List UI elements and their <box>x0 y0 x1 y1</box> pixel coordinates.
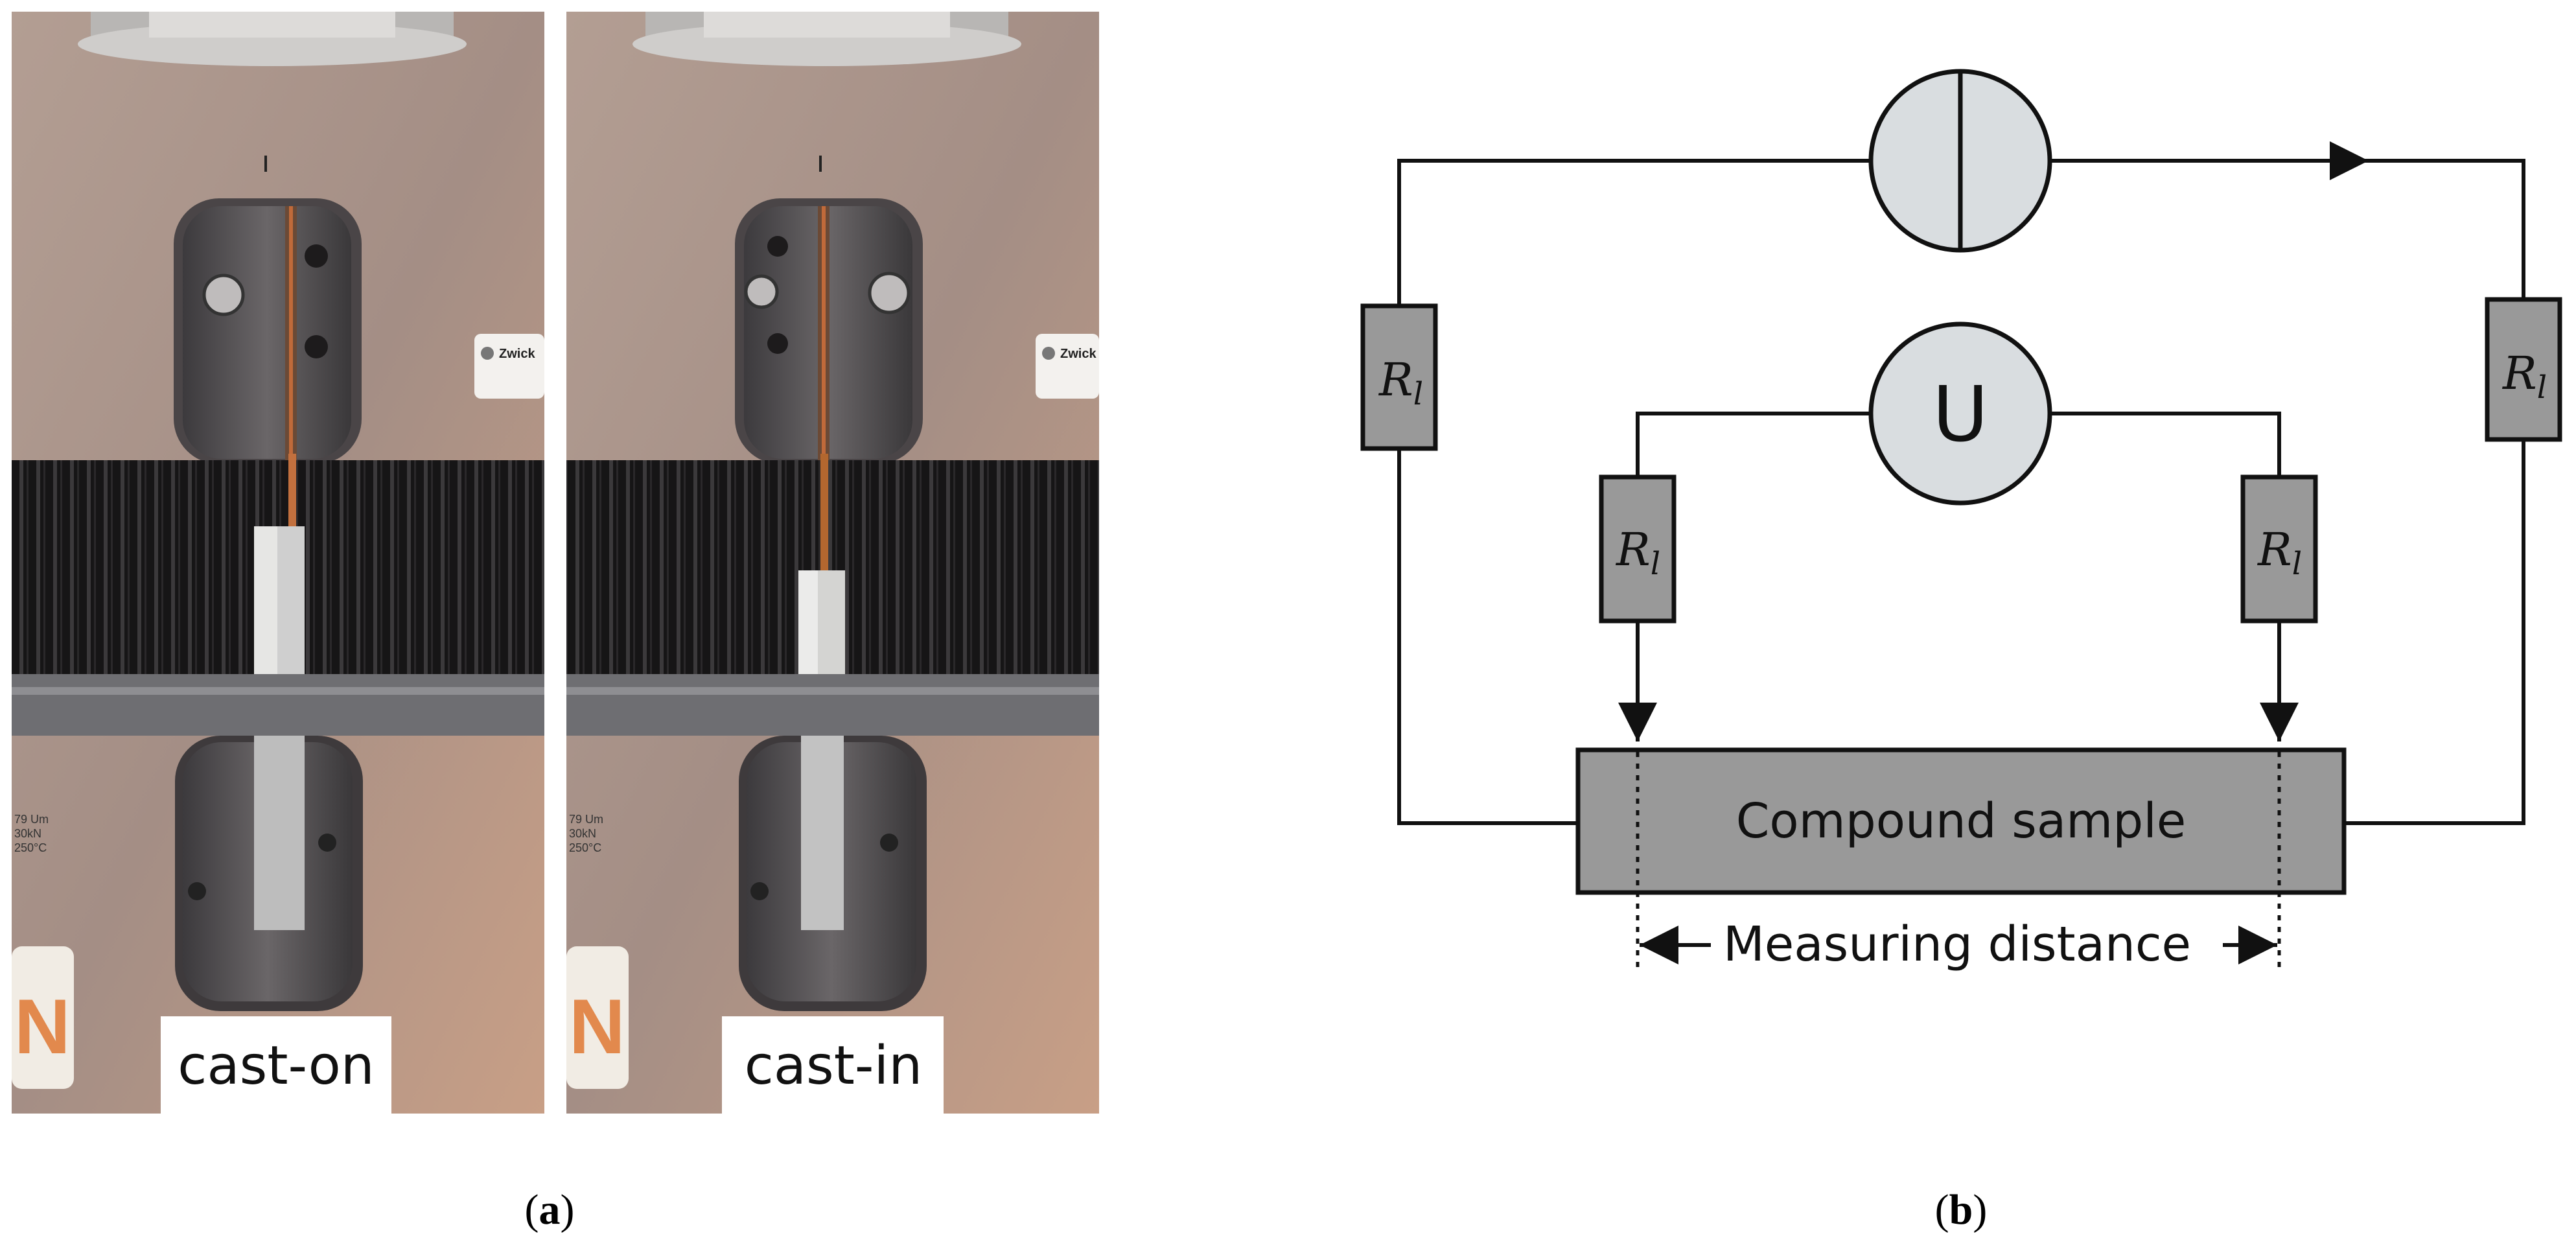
outer-wire-right <box>2050 159 2525 299</box>
outer-wire-left <box>1397 159 1872 306</box>
measuring-distance-label: Measuring distance <box>1723 916 2191 972</box>
photo-cast-in: Zwick 79 Um 30kN 250°C N cast-in <box>566 12 1099 1114</box>
inner-wire-left <box>1636 412 1872 477</box>
caption-b: (b) <box>1935 1186 1988 1233</box>
badge-letter-left: N <box>14 983 71 1070</box>
panel-a-photos: Zwick 79 Um 30kN 250°C N cast- <box>12 12 1099 1233</box>
photo-cast-on: Zwick 79 Um 30kN 250°C N cast- <box>12 12 544 1114</box>
inner-wire-right <box>2050 412 2281 477</box>
compound-sample-box <box>1575 747 2347 895</box>
resistor-outer-left <box>1360 303 1438 451</box>
svg-text:79 Um: 79 Um <box>14 813 49 826</box>
svg-text:30kN: 30kN <box>14 827 41 840</box>
machine-tag-right: Zwick <box>1060 347 1097 361</box>
resistor-label-outer-left: Rl <box>1378 353 1423 412</box>
outer-wire-left-lower <box>1397 449 1578 825</box>
svg-text:250°C: 250°C <box>569 841 601 854</box>
badge-letter-right: N <box>569 983 625 1070</box>
svg-text:250°C: 250°C <box>14 841 47 854</box>
voltmeter-icon <box>1868 321 2052 506</box>
svg-text:79 Um: 79 Um <box>569 813 603 826</box>
current-source-icon <box>1868 69 2052 253</box>
resistor-label-inner-left: Rl <box>1615 523 1660 582</box>
resistor-label-inner-right: Rl <box>2257 523 2302 582</box>
voltmeter-label: U <box>1932 369 1988 459</box>
caption-a: (a) <box>525 1186 575 1233</box>
panel-b-circuit <box>1360 69 2562 972</box>
compound-sample-label: Compound sample <box>1736 793 2187 849</box>
label-cast-on: cast-on <box>178 1035 374 1097</box>
panel-b-labels: U Rl Rl Rl Rl Compound sample Measuring … <box>1378 347 2547 1233</box>
resistor-inner-right <box>2240 474 2318 624</box>
machine-tag-left: Zwick <box>499 347 535 361</box>
resistor-label-outer-right: Rl <box>2501 347 2547 406</box>
resistor-inner-left <box>1599 474 1677 624</box>
svg-text:30kN: 30kN <box>569 827 596 840</box>
outer-wire-right-lower <box>2344 439 2525 825</box>
resistor-outer-right <box>2485 297 2562 442</box>
label-cast-in: cast-in <box>745 1035 923 1097</box>
